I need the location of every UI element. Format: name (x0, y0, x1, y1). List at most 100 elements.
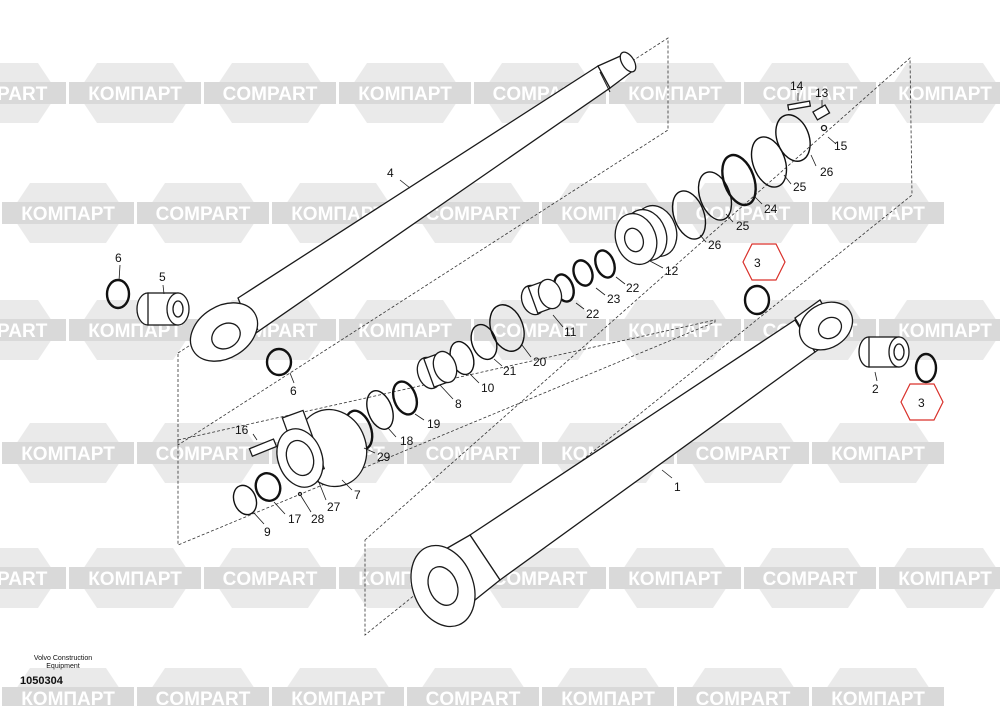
watermark-text: COMPART (0, 321, 48, 342)
callout-25-top: 25 (793, 180, 807, 194)
watermark-logo: COMPART (677, 183, 809, 243)
piston-12 (614, 204, 678, 266)
watermark-text: КОМПАРТ (21, 204, 115, 225)
watermark-logo: КОМПАРТ (812, 668, 944, 711)
callout-27: 27 (327, 500, 341, 514)
callout-14: 14 (790, 79, 804, 93)
watermark-text: COMPART (696, 444, 791, 465)
watermark-text: КОМПАРТ (291, 689, 385, 706)
ring-21 (470, 323, 498, 361)
ring-26-bottom (671, 190, 707, 240)
callout-26-top: 26 (820, 165, 834, 179)
callout-17: 17 (288, 512, 302, 526)
highlight-hexagon-3-left (742, 243, 786, 281)
ring-3-right (914, 352, 938, 384)
highlight-hexagon-3-right (900, 383, 944, 421)
watermark-text: COMPART (223, 569, 318, 590)
callout-numbers: 4 6 5 6 1 2 3 3 14 13 15 26 25 24 25 26 … (115, 79, 925, 539)
callout-26-bottom: 26 (708, 238, 722, 252)
watermark-logo: КОМПАРТ (812, 183, 944, 243)
watermark-text: КОМПАРТ (358, 84, 452, 105)
watermark-logo: КОМПАРТ (2, 668, 134, 711)
manufacturer-line-1: Volvo Construction (33, 655, 93, 662)
bushing-8 (416, 350, 458, 390)
collar-11 (520, 278, 563, 316)
callout-22-bottom: 22 (586, 307, 600, 321)
ring-25-bottom (697, 171, 733, 221)
watermark-logo: COMPART (0, 63, 66, 123)
watermark-logo: COMPART (677, 423, 809, 483)
watermark-text: COMPART (426, 204, 521, 225)
callout-9: 9 (264, 525, 271, 539)
watermark-logo: КОМПАРТ (609, 63, 741, 123)
callout-21: 21 (503, 364, 517, 378)
ring-24 (721, 153, 757, 207)
callout-16: 16 (235, 423, 249, 437)
cylinder-head (276, 408, 368, 488)
rod-guide-box (177, 37, 669, 446)
watermark-logo: КОМПАРТ (272, 668, 404, 711)
pin-13 (812, 104, 831, 121)
watermark-text: КОМПАРТ (21, 444, 115, 465)
watermark-logo: COMPART (204, 548, 336, 608)
callout-11: 11 (564, 325, 577, 339)
callout-8: 8 (455, 397, 462, 411)
watermark-logo: COMPART (407, 668, 539, 711)
watermark-text: COMPART (763, 569, 858, 590)
callout-15: 15 (834, 139, 848, 153)
watermark-logo: COMPART (744, 548, 876, 608)
watermark-text: COMPART (156, 689, 251, 706)
ring-6-left (105, 278, 131, 310)
callout-1: 1 (674, 480, 681, 494)
callout-25-bottom: 25 (736, 219, 750, 233)
callout-24: 24 (764, 202, 778, 216)
title-block: Volvo Construction Equipment 1050304 (20, 655, 106, 687)
callout-3-right: 3 (918, 396, 925, 410)
callout-29: 29 (377, 450, 391, 464)
watermark-text: КОМПАРТ (88, 84, 182, 105)
watermark-logo: COMPART (744, 63, 876, 123)
bolt-16 (248, 438, 278, 458)
watermark-text: КОМПАРТ (358, 321, 452, 342)
watermark-text: COMPART (223, 84, 318, 105)
leader-lines (118, 93, 878, 525)
watermark-text: КОМПАРТ (628, 321, 722, 342)
watermark-logo: COMPART (474, 300, 606, 360)
watermark-logo: COMPART (137, 668, 269, 711)
ring-19 (391, 380, 419, 416)
watermark-text: КОМПАРТ (898, 569, 992, 590)
watermark-text: COMPART (426, 689, 521, 706)
callout-18: 18 (400, 434, 414, 448)
ring-18 (366, 390, 394, 430)
callout-4: 4 (387, 166, 394, 180)
callout-10: 10 (481, 381, 495, 395)
watermark-text: КОМПАРТ (898, 321, 992, 342)
watermark-logo: КОМПАРТ (609, 548, 741, 608)
watermark-logo: КОМПАРТ (2, 183, 134, 243)
ring-3-left (743, 284, 771, 316)
watermark-logo: COMPART (407, 423, 539, 483)
tube-guide-box (364, 57, 913, 636)
ring-6-right (265, 347, 293, 377)
ring-23 (572, 259, 594, 287)
watermark-text: КОМПАРТ (831, 204, 925, 225)
watermark-logo: COMPART (677, 668, 809, 711)
watermark-logo: КОМПАРТ (339, 300, 471, 360)
manufacturer-name: Volvo Construction Equipment (20, 655, 106, 671)
callout-3-left: 3 (754, 256, 761, 270)
watermark-logo: КОМПАРТ (339, 63, 471, 123)
watermark-logo: COMPART (0, 300, 66, 360)
lower-guide-box (177, 319, 716, 546)
watermark-text: COMPART (156, 204, 251, 225)
watermark-text: COMPART (696, 689, 791, 706)
watermark-text: COMPART (763, 84, 858, 105)
ring-25-top (750, 136, 788, 188)
callout-13: 13 (815, 86, 829, 100)
callout-6-left: 6 (115, 251, 122, 265)
callout-12: 12 (665, 264, 679, 278)
cylinder-tube (410, 299, 854, 628)
callout-6-right: 6 (290, 384, 297, 398)
watermark-text: КОМПАРТ (628, 569, 722, 590)
